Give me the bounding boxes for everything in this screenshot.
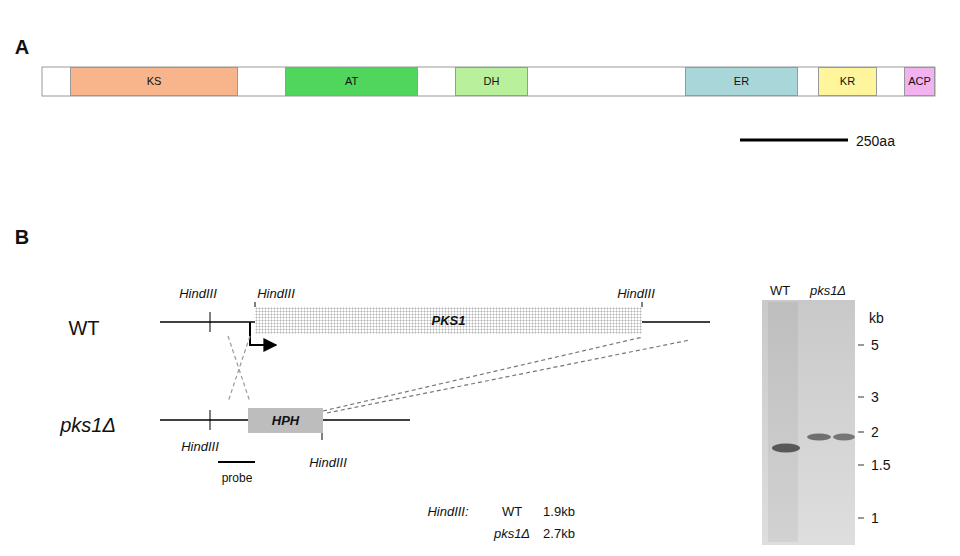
- gel-lane: [768, 302, 798, 542]
- digest-label: HindIII:: [427, 505, 468, 518]
- strain-label: pks1Δ: [60, 415, 116, 435]
- domain-box: ACP: [904, 67, 935, 96]
- gel-band: [772, 444, 800, 453]
- domain-name: ACP: [908, 76, 931, 87]
- domain-name: KS: [147, 76, 162, 87]
- gel-image: [762, 300, 855, 545]
- site-label: HindIII: [257, 287, 295, 300]
- domain-box: AT: [285, 67, 418, 96]
- size-marker: 1: [871, 511, 879, 525]
- size-tick: [858, 465, 864, 466]
- size-marker: 1.5: [871, 458, 890, 472]
- size-marker: 3: [871, 390, 879, 404]
- size-tick: [858, 397, 864, 398]
- gene-name: HPH: [272, 414, 299, 427]
- probe-label: probe: [222, 472, 253, 484]
- domain-name: AT: [345, 76, 358, 87]
- site-label: HindIII: [179, 287, 217, 300]
- size-marker: 5: [871, 338, 879, 352]
- domain-name: KR: [840, 76, 855, 87]
- strain-label: WT: [68, 318, 99, 338]
- size-value: 2.7kb: [543, 527, 575, 540]
- domain-bar: [42, 67, 935, 96]
- domain-box: ER: [685, 67, 798, 96]
- domain-box: KR: [818, 67, 877, 96]
- strain-label: WT: [502, 505, 522, 518]
- gene-name: PKS1: [432, 314, 466, 327]
- gel-band: [833, 434, 855, 441]
- lane-label: WT: [770, 284, 790, 297]
- recombination-lines: [323, 337, 690, 413]
- domain-box: DH: [455, 67, 528, 96]
- size-tick: [858, 518, 864, 519]
- size-tick: [858, 345, 864, 346]
- gel-band: [807, 434, 831, 441]
- domain-box: KS: [70, 67, 238, 96]
- marker-box: HPH: [248, 408, 323, 433]
- scale-bar: [740, 139, 848, 142]
- site-tick: [210, 312, 211, 332]
- scale-label: 250aa: [856, 134, 895, 148]
- probe-line: [218, 461, 255, 463]
- domain-name: ER: [734, 76, 749, 87]
- panel-letter: B: [15, 227, 29, 247]
- site-label: HindIII: [309, 456, 347, 469]
- site-label: HindIII: [617, 287, 655, 300]
- gene-box: PKS1: [255, 307, 642, 334]
- lane-label: pks1Δ: [810, 284, 846, 297]
- site-label: HindIII: [181, 440, 219, 453]
- strain-label: pks1Δ: [494, 527, 530, 540]
- size-value: 1.9kb: [543, 505, 575, 518]
- domain-name: DH: [484, 76, 500, 87]
- size-tick: [858, 432, 864, 433]
- site-tick: [210, 410, 211, 430]
- size-unit: kb: [869, 311, 884, 325]
- recombination-cross: [228, 336, 250, 402]
- size-marker: 2: [871, 425, 879, 439]
- panel-letter: A: [15, 37, 29, 57]
